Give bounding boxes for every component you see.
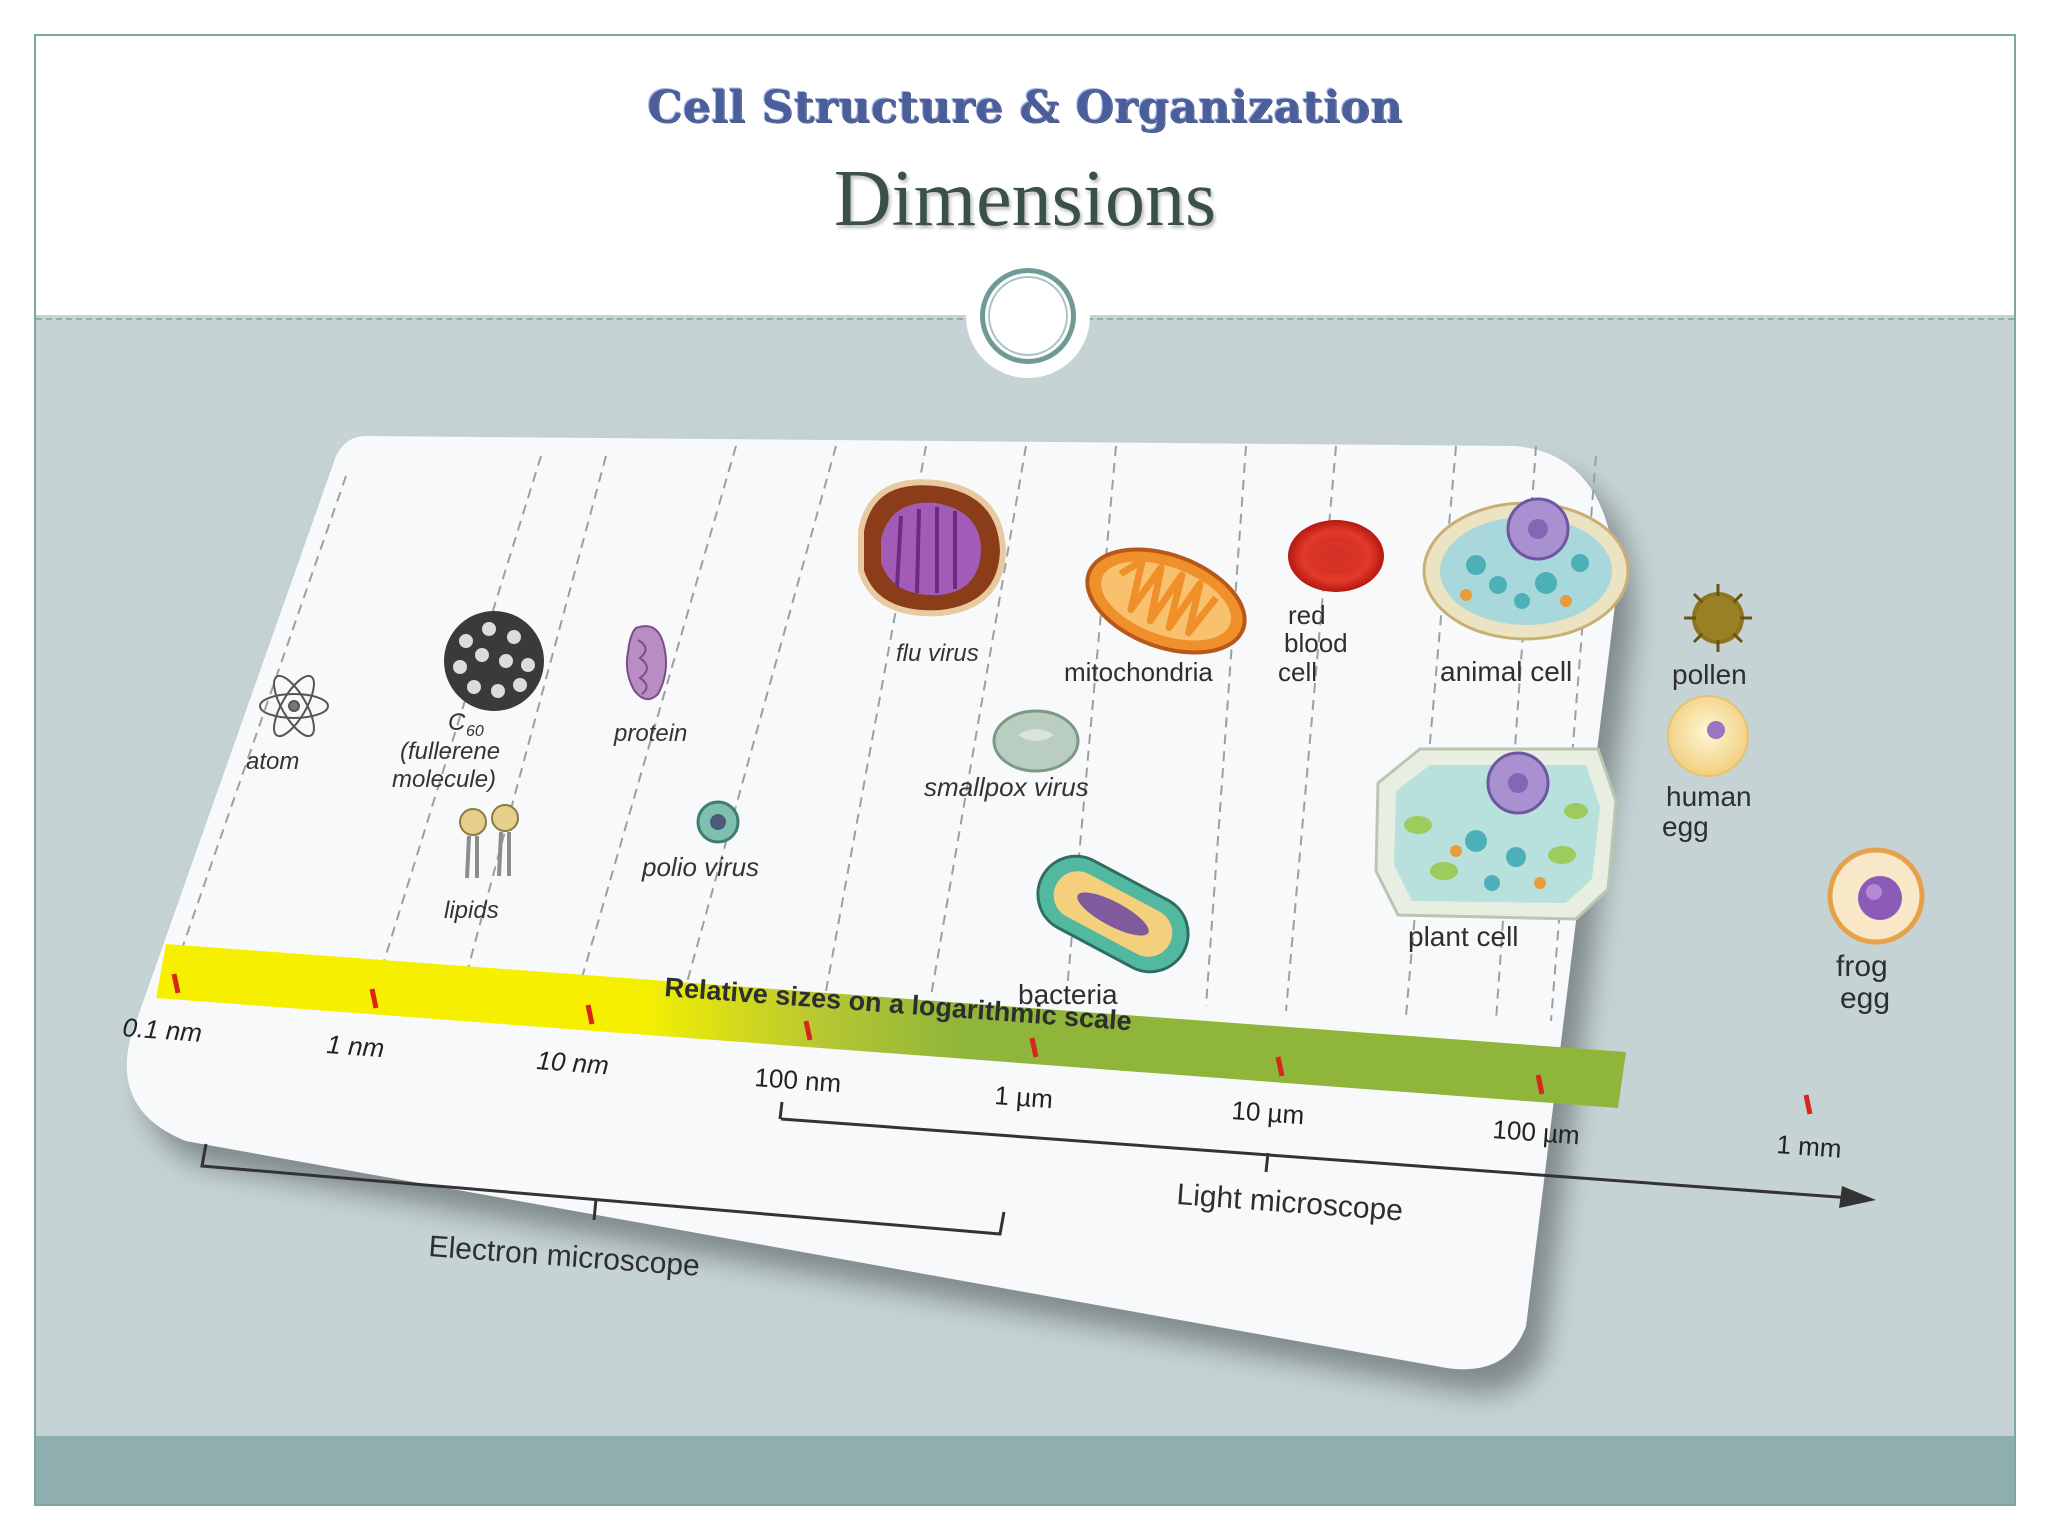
red-blood-cell-label-line: red (1288, 600, 1326, 630)
fullerene-label: C 60 (fullerene molecule) (392, 709, 500, 793)
tick-label: 1 nm (326, 1029, 386, 1063)
size-scale-diagram: Relative sizes on a logarithmic scale 0.… (122, 436, 1925, 1370)
tick-label: 1 mm (1776, 1129, 1843, 1164)
fullerene-label-line: molecule) (392, 766, 496, 793)
polio-virus-icon (696, 800, 740, 844)
fullerene-label-line: (fullerene (400, 738, 500, 765)
polio-virus-label: polio virus (641, 852, 759, 882)
tick-label: 10 µm (1231, 1095, 1306, 1130)
flu-virus-label: flu virus (896, 640, 979, 667)
pollen-label: pollen (1672, 659, 1747, 690)
smallpox-virus-label: smallpox virus (924, 772, 1089, 802)
red-blood-cell-icon (1288, 520, 1384, 592)
protein-icon (625, 625, 667, 701)
pollen-icon (1684, 584, 1752, 652)
smallpox-virus-icon (992, 709, 1080, 773)
animal-cell-icon (1422, 497, 1630, 641)
frog-egg-label-line: frog (1836, 950, 1888, 983)
circle-emblem-icon (966, 254, 1090, 378)
mitochondria-label: mitochondria (1064, 657, 1213, 687)
plant-cell-icon (1374, 747, 1618, 921)
tick-label: 1 µm (994, 1080, 1054, 1114)
mitochondria-icon (1085, 547, 1247, 655)
tick-label: 100 nm (754, 1062, 843, 1098)
frog-egg-label-line: egg (1840, 982, 1890, 1015)
human-egg-icon (1667, 695, 1749, 777)
human-egg-label-line: egg (1662, 811, 1709, 842)
c60-label: C (448, 709, 466, 736)
animal-cell-label: animal cell (1440, 656, 1572, 687)
bacteria-label: bacteria (1018, 979, 1118, 1010)
circle-emblem-ring (980, 268, 1076, 364)
footer-band (36, 1436, 2014, 1504)
red-blood-cell-label: red blood cell (1278, 600, 1348, 687)
light-microscope-range (778, 1101, 1270, 1173)
human-egg-label-line: human (1666, 781, 1752, 812)
electron-microscope-label: Electron microscope (427, 1230, 700, 1283)
electron-microscope-range (200, 1143, 1006, 1236)
scale-band (156, 944, 1626, 1108)
frog-egg-label: frog egg (1836, 950, 1890, 1015)
red-blood-cell-label-line: blood (1284, 628, 1348, 658)
c60-subscript: 60 (466, 723, 484, 740)
lipids-icon (459, 804, 519, 879)
slide-title: Dimensions (833, 155, 1217, 243)
human-egg-label: human egg (1662, 781, 1752, 842)
atom-label: atom (246, 748, 299, 775)
flu-virus-icon (858, 479, 1007, 617)
bacteria-icon (1036, 854, 1190, 974)
protein-label: protein (613, 720, 687, 747)
fullerene-icon (444, 611, 544, 711)
tick-label: 100 µm (1492, 1114, 1581, 1150)
atom-icon (259, 674, 329, 738)
lipids-label: lipids (444, 897, 499, 924)
slide-subtitle: Cell Structure & Organization (647, 82, 1403, 133)
tick-marks (171, 973, 1813, 1115)
tick-label: 0.1 nm (122, 1012, 203, 1048)
slide-frame: Cell Structure & Organization Dimensions (34, 34, 2016, 1506)
tick-label: 10 nm (536, 1045, 610, 1080)
tick-labels: 0.1 nm 1 nm 10 nm 100 nm 1 µm 10 µm 100 … (122, 1012, 1843, 1164)
scale-arrow (780, 1117, 1876, 1208)
red-blood-cell-label-line: cell (1278, 657, 1317, 687)
plant-cell-label: plant cell (1408, 921, 1519, 952)
frog-egg-icon (1827, 847, 1925, 945)
